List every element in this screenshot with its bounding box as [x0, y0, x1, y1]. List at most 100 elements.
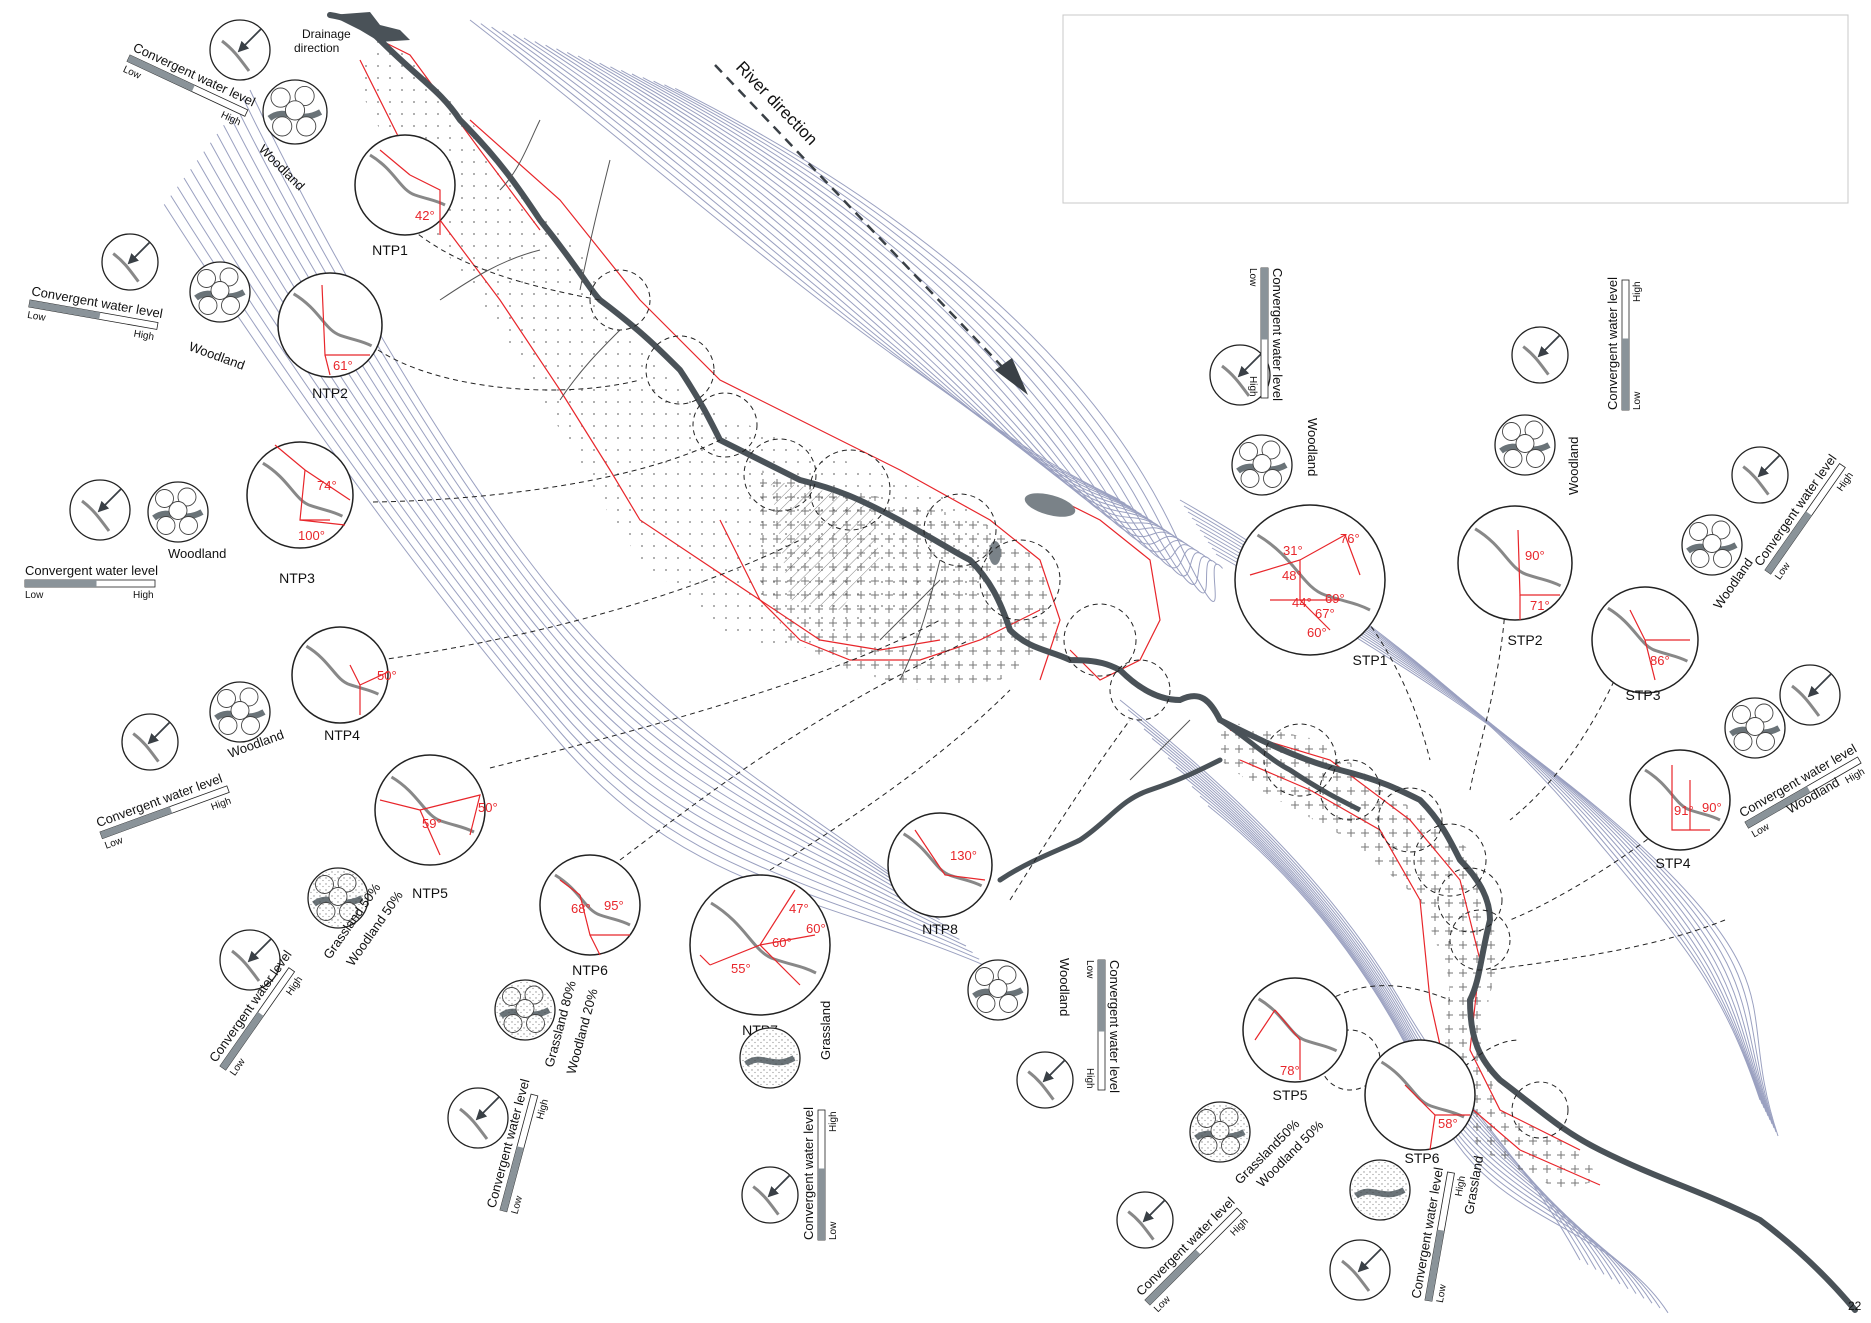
angle-line	[299, 519, 346, 526]
angle-line	[1429, 1114, 1436, 1151]
contour-line	[1151, 738, 1613, 1280]
site-circle	[539, 854, 641, 956]
angle-label: 86°	[1650, 653, 1670, 668]
site-ntp1: 42°NTP1	[354, 134, 456, 258]
site-river	[1257, 997, 1338, 1053]
leader-line	[1009, 719, 1131, 901]
angle-line	[419, 794, 481, 836]
angle-label: 50°	[478, 800, 498, 815]
site-ntp4: 50°NTP4	[291, 626, 397, 743]
contour-lines	[163, 19, 1779, 1314]
grassland-label: Grassland	[818, 1001, 833, 1060]
site-stp3: 86° STP3	[1591, 586, 1699, 703]
leader-line	[1354, 604, 1431, 761]
angle-label: 78°	[1280, 1063, 1300, 1078]
angle-label: 47°	[789, 901, 809, 916]
site-river	[1607, 606, 1689, 663]
contour-line	[534, 41, 1153, 523]
high-label: High	[1632, 281, 1643, 302]
convergent-label: Convergent water level	[1107, 960, 1122, 1093]
site-label: NTP8	[922, 921, 958, 937]
site-circle	[1457, 505, 1573, 621]
angle-line	[324, 354, 331, 376]
angle-label: 48°	[1282, 568, 1302, 583]
contour-line	[163, 204, 986, 967]
page-number: 22	[1848, 1299, 1862, 1313]
zone-circle	[809, 449, 891, 531]
angle-line	[1671, 765, 1710, 831]
contour-line	[545, 44, 1159, 526]
low-label: Low	[510, 1194, 526, 1215]
angle-label: 55°	[731, 961, 751, 976]
site-ntp6: 68°95°NTP6	[539, 854, 641, 978]
site-label: STP2	[1507, 632, 1542, 648]
site-stp6: 58°STP6	[1364, 1039, 1476, 1166]
low-label: Low	[26, 310, 47, 324]
site-stp4: 91°90°STP4	[1629, 749, 1731, 871]
zone-circle	[1263, 723, 1337, 797]
woodland-label: Woodland	[1305, 418, 1320, 476]
site-circle	[1242, 977, 1348, 1083]
tributaries	[439, 119, 1191, 781]
contour-line	[664, 84, 1218, 594]
leader-line	[1489, 919, 1726, 971]
contour-line	[236, 107, 914, 894]
site-label: STP1	[1352, 652, 1387, 668]
site-circle	[277, 272, 383, 378]
angle-line	[409, 174, 441, 235]
angle-line	[1274, 1009, 1301, 1080]
angle-label: 31°	[1283, 543, 1303, 558]
angle-line	[1344, 534, 1361, 576]
angle-line	[1644, 639, 1656, 681]
site-stp1: 76°31°48°69°67°44°60°STP1	[1234, 504, 1388, 668]
contour-line	[170, 195, 980, 960]
zone-circle	[645, 335, 715, 405]
angle-line	[699, 954, 711, 966]
convergent-label: Convergent water level	[801, 1107, 816, 1240]
site-river	[292, 292, 373, 348]
site-circle	[246, 441, 354, 549]
leader-line	[1319, 985, 1451, 1006]
contour-line	[653, 80, 1213, 585]
high-label: High	[535, 1098, 551, 1121]
angle-label: 90°	[1702, 800, 1722, 815]
site-river	[305, 644, 380, 696]
site-label: STP3	[1625, 687, 1660, 703]
low-label: Low	[25, 590, 44, 601]
site-ntp8: 130° NTP8	[887, 812, 993, 937]
angle-label: 76°	[1340, 531, 1360, 546]
angle-line	[1299, 599, 1331, 631]
high-label: High	[828, 1111, 839, 1132]
zone-circle	[1511, 1081, 1569, 1139]
site-circle	[1629, 749, 1731, 851]
leader-line	[377, 349, 641, 391]
site-river	[1256, 533, 1371, 612]
leader-line	[489, 619, 941, 769]
low-label: Low	[1632, 391, 1643, 410]
woodland-label: Woodland	[187, 339, 247, 373]
contour-line	[176, 186, 973, 954]
site-river	[369, 153, 446, 207]
convergent-label: Convergent water level	[25, 563, 158, 578]
angle-line	[914, 829, 926, 846]
angle-line	[1254, 1009, 1276, 1041]
angle-line	[379, 149, 411, 176]
leader-line	[1469, 609, 1506, 791]
angle-label: 130°	[950, 848, 977, 863]
high-label: High	[133, 590, 154, 601]
drainage-label-1: Drainage	[302, 27, 351, 41]
